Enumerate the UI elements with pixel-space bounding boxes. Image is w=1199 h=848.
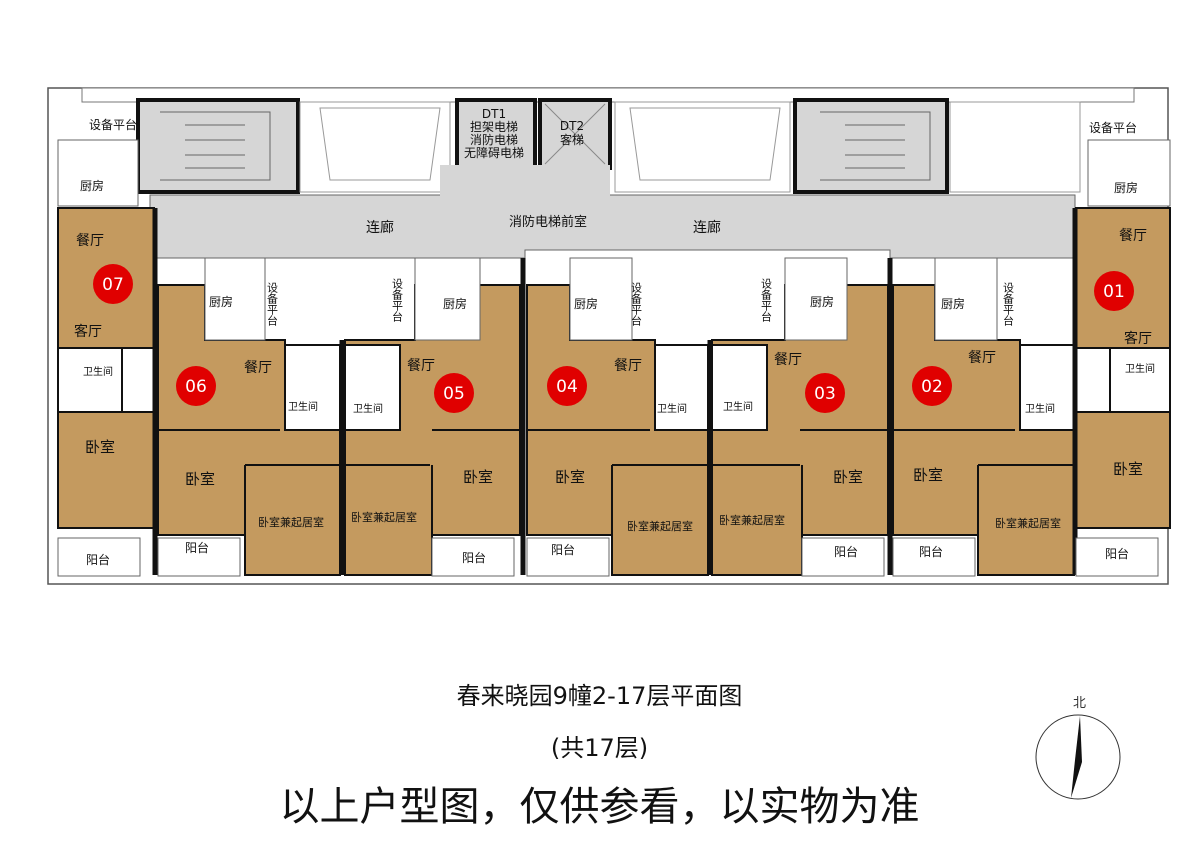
unit-badge-05-label: 05 <box>443 384 465 404</box>
corridor <box>149 194 1076 259</box>
label-05-bathroom: 卫生间 <box>353 402 383 415</box>
elevator-lobby <box>440 165 610 197</box>
label-04-balcony: 阳台 <box>551 542 575 557</box>
label-02-balcony: 阳台 <box>919 544 943 559</box>
unit-badge-06-label: 06 <box>185 377 207 397</box>
unit-badge-01-label: 01 <box>1103 282 1125 302</box>
compass-icon <box>1035 714 1121 800</box>
stair-core-right <box>793 98 949 194</box>
label-05-bedroom: 卧室 <box>463 468 493 486</box>
label-03-dining: 餐厅 <box>774 352 802 368</box>
compass-north-label: 北 <box>1073 696 1087 711</box>
label-01-bedroom: 卧室 <box>1113 460 1143 478</box>
label-07-balcony: 阳台 <box>86 552 110 567</box>
label-05-equipment-platform: 设备平台 <box>391 278 404 322</box>
label-05-dining: 餐厅 <box>407 358 435 374</box>
label-02-dining: 餐厅 <box>968 350 996 366</box>
label-04-bedroom-living: 卧室兼起居室 <box>627 519 693 533</box>
label-03-bedroom-living: 卧室兼起居室 <box>719 513 785 527</box>
disclaimer: 以上户型图，仅供参看，以实物为准 <box>279 784 920 830</box>
unit-badge-03 <box>805 373 845 413</box>
unit-badge-03-label: 03 <box>814 384 836 404</box>
label-07-bathroom: 卫生间 <box>83 365 113 378</box>
label-02-bedroom-living: 卧室兼起居室 <box>995 516 1061 530</box>
unit-badge-04 <box>547 366 587 406</box>
label-dt2-id: DT2 <box>560 119 584 133</box>
label-dt1-stretcher: 担架电梯 <box>470 120 518 134</box>
label-01-living: 客厅 <box>1124 330 1152 347</box>
label-07-dining: 餐厅 <box>76 233 104 249</box>
label-dt1-fire: 消防电梯 <box>470 132 518 147</box>
label-06-bedroom-living: 卧室兼起居室 <box>258 515 324 529</box>
unit-badge-07 <box>93 264 133 304</box>
label-06-balcony: 阳台 <box>185 540 209 555</box>
label-07-kitchen: 厨房 <box>80 178 104 193</box>
floor-count: (共17层) <box>550 734 649 762</box>
label-04-kitchen: 厨房 <box>574 296 598 311</box>
label-04-equipment-platform: 设备平台 <box>630 282 643 326</box>
unit-badge-04-label: 04 <box>556 377 578 397</box>
label-01-dining: 餐厅 <box>1119 228 1147 244</box>
label-05-bedroom-living: 卧室兼起居室 <box>351 510 417 524</box>
label-corridor-left: 连廊 <box>366 219 394 236</box>
label-06-bathroom: 卫生间 <box>288 400 318 413</box>
label-equipment-platform-07: 设备平台 <box>89 117 137 132</box>
label-03-kitchen: 厨房 <box>810 294 834 309</box>
label-01-kitchen: 厨房 <box>1114 180 1138 195</box>
label-04-bedroom: 卧室 <box>555 468 585 486</box>
label-equipment-platform-01: 设备平台 <box>1089 120 1137 135</box>
label-04-dining: 餐厅 <box>614 358 642 374</box>
floor-plan: 设备平台 设备平台 DT1 担架电梯 消防电梯 无障碍电梯 DT2 客梯 连廊 … <box>47 87 1171 585</box>
stair-core-left <box>136 98 300 194</box>
unit-badge-07-label: 07 <box>102 275 124 295</box>
label-05-kitchen: 厨房 <box>443 296 467 311</box>
label-05-balcony: 阳台 <box>462 550 486 565</box>
floor-plan-title: 春来晓园9幢2-17层平面图 <box>456 682 743 710</box>
label-07-bedroom: 卧室 <box>85 438 115 456</box>
unit-badge-01 <box>1094 271 1134 311</box>
label-fire-lobby: 消防电梯前室 <box>509 214 587 230</box>
label-03-balcony: 阳台 <box>834 544 858 559</box>
label-01-bathroom: 卫生间 <box>1125 362 1155 375</box>
label-07-living: 客厅 <box>74 323 102 340</box>
unit-07 <box>57 139 155 529</box>
elevator-dt1 <box>455 98 537 170</box>
label-03-equipment-platform: 设备平台 <box>760 278 773 322</box>
unit-badge-06 <box>176 366 216 406</box>
label-03-bedroom: 卧室 <box>833 468 863 486</box>
unit-badge-02 <box>912 366 952 406</box>
unit-badge-05 <box>434 373 474 413</box>
label-03-bathroom: 卫生间 <box>723 400 753 413</box>
label-dt1-id: DT1 <box>482 107 506 121</box>
label-02-bedroom: 卧室 <box>913 466 943 484</box>
label-dt1-accessible: 无障碍电梯 <box>464 145 524 160</box>
label-02-kitchen: 厨房 <box>941 296 965 311</box>
label-dt2-passenger: 客梯 <box>560 132 584 147</box>
label-01-balcony: 阳台 <box>1105 546 1129 561</box>
label-02-equipment-platform: 设备平台 <box>1002 282 1015 326</box>
label-06-kitchen: 厨房 <box>209 294 233 309</box>
label-corridor-right: 连廊 <box>693 219 721 236</box>
label-06-equipment-platform: 设备平台 <box>266 282 279 326</box>
label-02-bathroom: 卫生间 <box>1025 402 1055 415</box>
unit-badge-02-label: 02 <box>921 377 943 397</box>
label-06-bedroom: 卧室 <box>185 470 215 488</box>
label-04-bathroom: 卫生间 <box>657 402 687 415</box>
label-06-dining: 餐厅 <box>244 360 272 376</box>
